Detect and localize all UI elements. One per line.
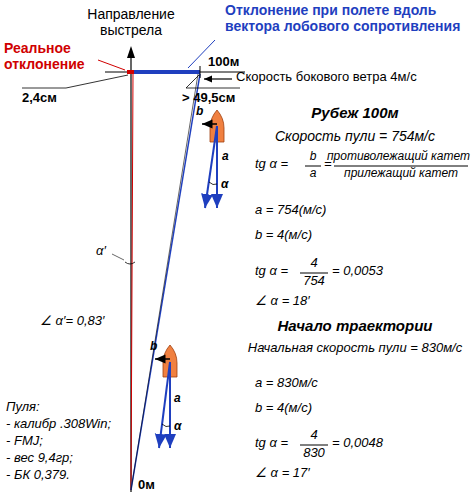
- formula-text: = 0,0053: [332, 264, 383, 279]
- speed-note: Начальная скорость пули = 830м/с: [248, 341, 462, 356]
- formula-text: ∠ α = 17′: [255, 466, 310, 481]
- formula-text: b = 4(м/с): [255, 228, 312, 243]
- formula-text: a = 830м/с: [255, 376, 318, 391]
- formula-text: 830: [303, 446, 325, 461]
- real-trajectory: [131, 72, 133, 490]
- formula-text: противолежащий катет: [327, 150, 470, 164]
- formula-text: ∠ α = 18′: [255, 294, 310, 309]
- formula-text: 4: [310, 428, 317, 443]
- vector-label: a: [174, 392, 181, 406]
- distance-label: 0м: [138, 478, 155, 493]
- bullet-spec: Пуля:: [6, 400, 40, 415]
- drag-deviation-bar: [134, 70, 200, 74]
- formula-text: 4: [310, 256, 317, 271]
- vector-label: b: [150, 340, 157, 354]
- dimension-label: 100м: [208, 55, 239, 70]
- vector-label: b: [196, 105, 203, 119]
- bullet-vector-figure: [202, 110, 224, 208]
- axis-arrowhead: [127, 46, 135, 58]
- angle-value: ∠ α′= 0,83′: [40, 314, 104, 329]
- formula-text: tg α =: [255, 264, 288, 279]
- formula-text: b = 4(м/с): [255, 401, 312, 416]
- bullet-spec: - калибр .308Win;: [6, 417, 111, 432]
- callout-note: Отклонение при полете вдоль вектора лобо…: [225, 2, 470, 34]
- formula-text: tg α =: [255, 436, 288, 451]
- angle-label: α: [174, 420, 181, 434]
- formula-text: tg α =: [255, 157, 288, 172]
- dimension-leader: [186, 75, 240, 88]
- angle-label: α: [221, 178, 228, 192]
- bullet-vector-figure: [155, 345, 177, 448]
- formula-text: b: [310, 150, 317, 164]
- section-heading: Рубеж 100м: [311, 104, 398, 121]
- dimension-label: > 49,5см: [182, 91, 235, 106]
- bullet-spec: - FMJ;: [6, 434, 43, 449]
- formula-text: a = 754(м/с): [255, 203, 326, 218]
- leader-line: [112, 254, 124, 260]
- formula-text: 754: [303, 274, 325, 289]
- bullet-spec: - БК 0,379.: [6, 468, 70, 483]
- range-line: [105, 72, 245, 73]
- dimension-label: 2,4см: [22, 91, 57, 106]
- angle-arc: [125, 262, 135, 264]
- dimension-leader: [22, 75, 128, 88]
- formula-text: a: [310, 167, 317, 181]
- range-tick: [200, 66, 201, 78]
- vector-label: a: [222, 150, 229, 164]
- callout-note: Реальное отклонение: [4, 40, 96, 72]
- drag-trajectory: [131, 74, 200, 490]
- angle-label: α′: [96, 244, 106, 259]
- axis-title: Направление выстрела: [76, 6, 186, 38]
- real-deviation-bar: [127, 70, 134, 74]
- leader-line: [98, 60, 125, 70]
- wind-arrow: [204, 78, 232, 79]
- formula-text: = 0,0048: [332, 436, 383, 451]
- guide-line: [131, 74, 198, 490]
- wind-note: Скорость бокового ветра 4м/с: [236, 70, 417, 85]
- formula-text: прилежащий катет: [344, 167, 458, 181]
- section-heading: Начало траектории: [278, 317, 433, 334]
- speed-note: Скорость пули = 754м/с: [275, 128, 435, 144]
- bullet-spec: - вес 9,4гр;: [6, 451, 73, 466]
